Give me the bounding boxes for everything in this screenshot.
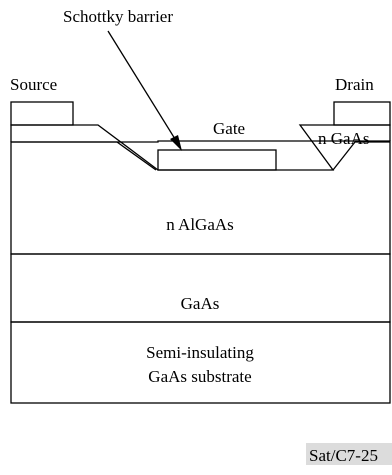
source-contact <box>10 101 74 126</box>
gaas-label: GaAs <box>181 294 220 313</box>
reference-code: Sat/C7-25 <box>309 446 378 465</box>
recess-floor-right <box>332 141 390 171</box>
drain-contact <box>333 101 391 126</box>
drain-label: Drain <box>335 75 374 94</box>
schottky-barrier-label: Schottky barrier <box>63 7 173 26</box>
schottky-arrowhead <box>170 135 182 151</box>
gate-contact <box>157 149 277 171</box>
substrate-layer <box>10 321 391 404</box>
gate-label: Gate <box>213 119 245 138</box>
n-algaas-label: n AlGaAs <box>166 215 234 234</box>
reference-background <box>306 443 392 465</box>
n-algaas-layer <box>10 140 391 255</box>
substrate-label-line2: GaAs substrate <box>148 367 251 386</box>
source-label: Source <box>10 75 57 94</box>
schottky-pointer-line <box>107 30 181 148</box>
substrate-label-line1: Semi-insulating <box>146 343 254 362</box>
n-gaas-label: n GaAs <box>318 129 369 148</box>
recess-floor <box>11 141 157 171</box>
